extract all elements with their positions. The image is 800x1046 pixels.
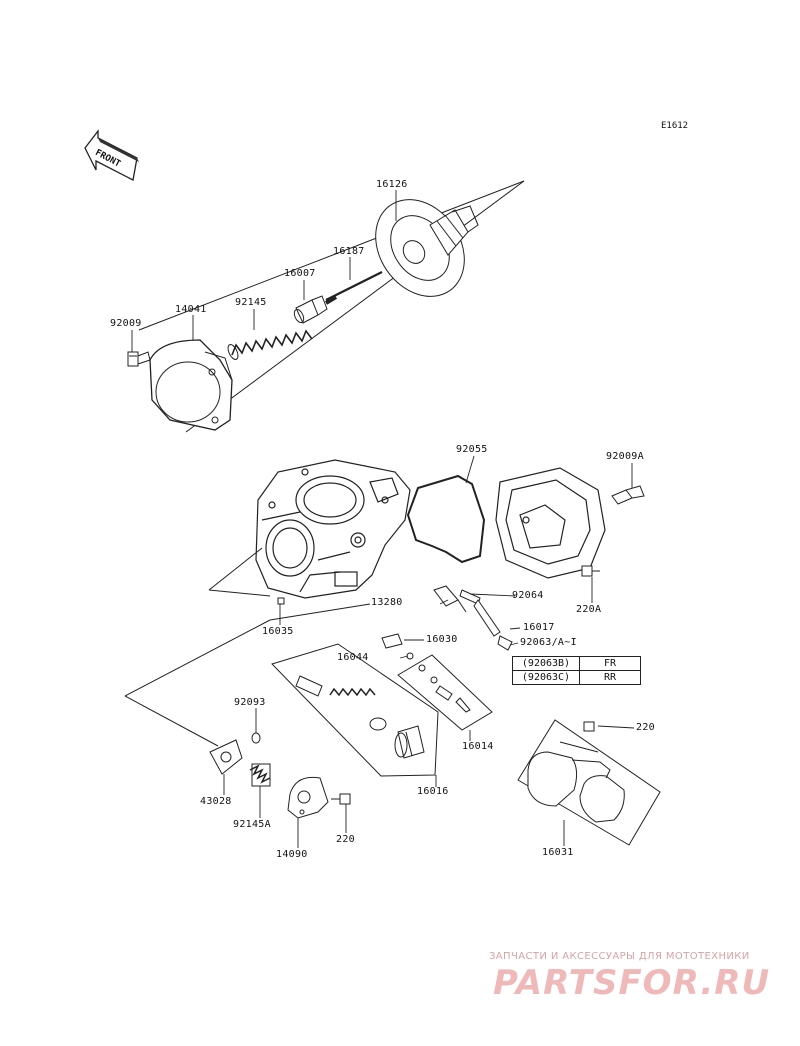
- variant-table: (92063B) FR (92063C) RR: [512, 656, 641, 685]
- pump-assembly-frame: [271, 643, 439, 777]
- variant-code: (92063C): [512, 670, 580, 685]
- jet-needle: [324, 271, 383, 305]
- variant-row: (92063C) RR: [512, 670, 641, 685]
- part-label-92009: 92009: [110, 318, 142, 329]
- part-label-92055: 92055: [456, 444, 488, 455]
- part-label-16035: 16035: [262, 626, 294, 637]
- cap-screw: [331, 793, 351, 805]
- part-label-16030: 16030: [426, 634, 458, 645]
- part-label-92009A: 92009A: [606, 451, 644, 462]
- variant-code: (92063B): [512, 656, 580, 671]
- part-label-16187: 16187: [333, 246, 365, 257]
- diagram-code: E1612: [661, 121, 689, 131]
- main-jet-assembly: [381, 585, 513, 660]
- pump-cap: [287, 776, 329, 819]
- variant-position: RR: [579, 670, 641, 685]
- part-label-92063-a-i: 92063/A~I: [520, 637, 577, 648]
- pump-cover: [209, 739, 243, 775]
- part-label-14090: 14090: [276, 849, 308, 860]
- part-label-16014: 16014: [462, 741, 494, 752]
- pilot-jet-parts: [418, 664, 471, 713]
- part-label-16016: 16016: [417, 786, 449, 797]
- pilot-screw-plug: [277, 597, 285, 605]
- part-label-16031: 16031: [542, 847, 574, 858]
- float: [517, 719, 661, 846]
- needle-holder: [293, 295, 328, 324]
- variant-position: FR: [579, 656, 641, 671]
- part-label-16126: 16126: [376, 179, 408, 190]
- leader-lines: [131, 190, 635, 848]
- pump-parts: [295, 675, 425, 759]
- part-label-16044: 16044: [337, 652, 369, 663]
- pilot-assembly-frame: [397, 654, 493, 731]
- part-label-92145: 92145: [235, 297, 267, 308]
- part-label-220-lower: 220: [336, 834, 355, 845]
- part-label-220A: 220A: [576, 604, 602, 615]
- body-frame: [208, 547, 271, 597]
- variant-row: (92063B) FR: [512, 656, 641, 671]
- upper-assembly-frame: [138, 180, 525, 433]
- float-bowl-gasket: [406, 474, 486, 564]
- part-label-92064: 92064: [512, 590, 544, 601]
- part-label-92093: 92093: [234, 697, 266, 708]
- watermark-logo: PARTSFOR.RU: [493, 963, 771, 1003]
- piston-spring: [227, 329, 313, 360]
- top-cover: [149, 339, 233, 431]
- float-screw: [583, 721, 595, 732]
- small-screw: [581, 565, 600, 577]
- front-arrow-icon: [84, 129, 139, 181]
- lower-left-frame: [124, 603, 371, 747]
- carburetor-body: [255, 459, 411, 599]
- part-label-16017: 16017: [523, 622, 555, 633]
- watermark-caption: ЗАПЧАСТИ И АКСЕССУАРЫ ДЛЯ МОТОТЕХНИКИ: [489, 951, 750, 962]
- part-label-13280: 13280: [371, 597, 403, 608]
- o-ring: [251, 732, 261, 744]
- part-label-220-right: 220: [636, 722, 655, 733]
- bowl-screw: [611, 485, 645, 505]
- part-label-14041: 14041: [175, 304, 207, 315]
- part-label-92145A: 92145A: [233, 819, 271, 830]
- part-label-43028: 43028: [200, 796, 232, 807]
- part-label-16007: 16007: [284, 268, 316, 279]
- pump-spring: [249, 763, 271, 787]
- float-bowl: [495, 467, 606, 579]
- diaphragm-piston: [375, 199, 479, 297]
- cover-screw: [127, 351, 151, 367]
